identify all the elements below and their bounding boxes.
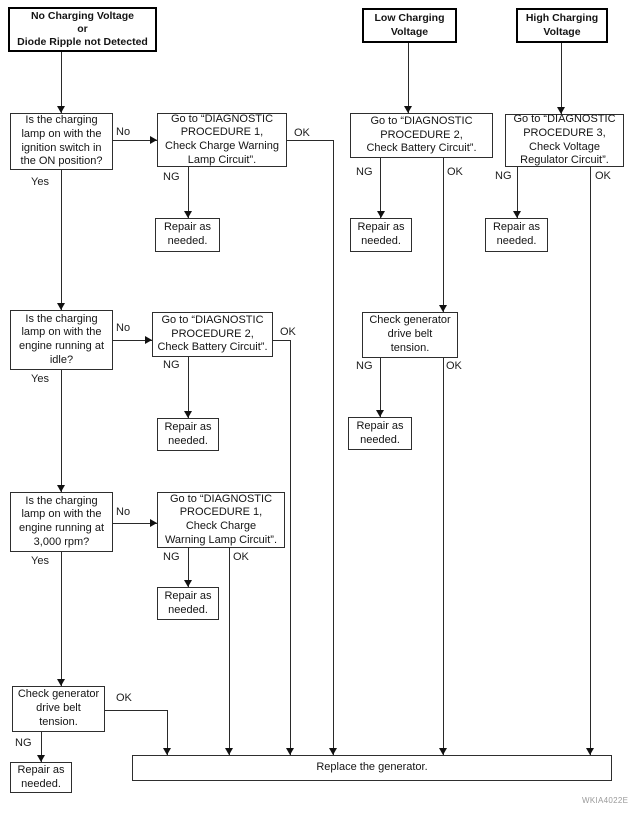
- arrow-down-icon: [37, 755, 45, 762]
- connector-line: [113, 340, 152, 341]
- arrow-down-icon: [286, 748, 294, 755]
- connector-line: [188, 357, 189, 418]
- arrow-down-icon: [163, 748, 171, 755]
- procedure-2-box-low-branch: Go to “DIAGNOSTIC PROCEDURE 2, Check Bat…: [350, 113, 493, 158]
- label-ok-proc1-row3: OK: [233, 551, 249, 563]
- connector-line: [290, 340, 291, 755]
- question-lamp-engine-idle: Is the charging lamp on with the engine …: [10, 310, 113, 370]
- replace-generator-bar: Replace the generator.: [132, 755, 612, 781]
- procedure-1-box-row3: Go to “DIAGNOSTIC PROCEDURE 1, Check Cha…: [157, 492, 285, 548]
- arrow-right-icon: [150, 136, 157, 144]
- label-ok-proc1-row1: OK: [294, 127, 310, 139]
- connector-line: [443, 358, 444, 755]
- connector-line: [229, 548, 230, 755]
- label-ng-proc2-row2: NG: [163, 359, 180, 371]
- check-belt-box-main: Check generator drive belt tension.: [12, 686, 105, 732]
- arrow-down-icon: [57, 485, 65, 492]
- arrow-down-icon: [184, 580, 192, 587]
- label-ok-proc2-low: OK: [447, 166, 463, 178]
- procedure-2-box-row2: Go to “DIAGNOSTIC PROCEDURE 2, Check Bat…: [152, 312, 273, 357]
- connector-line: [380, 158, 381, 218]
- start-node-no-charging-voltage: No Charging Voltage or Diode Ripple not …: [8, 7, 157, 52]
- connector-line: [287, 140, 334, 141]
- arrow-down-icon: [57, 303, 65, 310]
- figure-code: WKIA4022E: [582, 796, 629, 805]
- connector-line: [380, 358, 381, 417]
- arrow-down-icon: [586, 748, 594, 755]
- arrow-right-icon: [145, 336, 152, 344]
- start-node-low-charging-voltage: Low Charging Voltage: [362, 8, 457, 43]
- connector-line: [113, 140, 157, 141]
- label-no-q3: No: [116, 506, 131, 518]
- connector-line: [61, 552, 62, 686]
- label-ng-proc1-row3: NG: [163, 551, 180, 563]
- arrow-down-icon: [557, 107, 565, 114]
- label-ng-proc2-low: NG: [356, 166, 373, 178]
- question-lamp-engine-3000rpm: Is the charging lamp on with the engine …: [10, 492, 113, 552]
- repair-box-row3: Repair as needed.: [157, 587, 219, 620]
- label-ng-proc1-row1: NG: [163, 171, 180, 183]
- label-yes-q2: Yes: [31, 373, 49, 385]
- arrow-down-icon: [57, 106, 65, 113]
- repair-box-row1: Repair as needed.: [155, 218, 220, 252]
- repair-box-low-2: Repair as needed.: [348, 417, 412, 450]
- label-no-q2: No: [116, 322, 131, 334]
- label-yes-q1: Yes: [31, 176, 49, 188]
- label-ng-belt-main: NG: [15, 737, 32, 749]
- procedure-1-box-row1: Go to “DIAGNOSTIC PROCEDURE 1, Check Cha…: [157, 113, 287, 167]
- connector-line: [113, 523, 157, 524]
- connector-line: [188, 548, 189, 587]
- label-no-q1: No: [116, 126, 131, 138]
- repair-box-row2: Repair as needed.: [157, 418, 219, 451]
- question-lamp-ignition-on: Is the charging lamp on with the ignitio…: [10, 113, 113, 170]
- arrow-down-icon: [404, 106, 412, 113]
- connector-line: [105, 710, 167, 711]
- arrow-down-icon: [225, 748, 233, 755]
- arrow-down-icon: [377, 211, 385, 218]
- label-ok-belt-main: OK: [116, 692, 132, 704]
- connector-line: [41, 732, 42, 762]
- connector-line: [590, 167, 591, 755]
- connector-line: [188, 167, 189, 218]
- connector-line: [61, 52, 62, 113]
- repair-box-bottom: Repair as needed.: [10, 762, 72, 793]
- check-belt-box-low-branch: Check generator drive belt tension.: [362, 312, 458, 358]
- label-ok-proc3-high: OK: [595, 170, 611, 182]
- connector-line: [408, 43, 409, 113]
- connector-line: [167, 710, 168, 755]
- connector-line: [333, 140, 334, 755]
- arrow-down-icon: [376, 410, 384, 417]
- arrow-down-icon: [439, 305, 447, 312]
- label-ng-proc3-high: NG: [495, 170, 512, 182]
- connector-line: [443, 158, 444, 312]
- arrow-down-icon: [513, 211, 521, 218]
- arrow-down-icon: [184, 211, 192, 218]
- connector-line: [61, 170, 62, 310]
- repair-box-low-1: Repair as needed.: [350, 218, 412, 252]
- connector-line: [517, 167, 518, 218]
- connector-line: [273, 340, 291, 341]
- label-ok-proc2-row2: OK: [280, 326, 296, 338]
- arrow-down-icon: [184, 411, 192, 418]
- start-node-high-charging-voltage: High Charging Voltage: [516, 8, 608, 43]
- connector-line: [61, 370, 62, 492]
- procedure-3-box-high-branch: Go to “DIAGNOSTIC PROCEDURE 3, Check Vol…: [505, 113, 624, 167]
- repair-box-high: Repair as needed.: [485, 218, 548, 252]
- arrow-right-icon: [150, 519, 157, 527]
- arrow-down-icon: [329, 748, 337, 755]
- arrow-down-icon: [57, 679, 65, 686]
- label-yes-q3: Yes: [31, 555, 49, 567]
- label-ng-belt-low: NG: [356, 360, 373, 372]
- connector-line: [561, 43, 562, 114]
- label-ok-belt-low: OK: [446, 360, 462, 372]
- arrow-down-icon: [439, 748, 447, 755]
